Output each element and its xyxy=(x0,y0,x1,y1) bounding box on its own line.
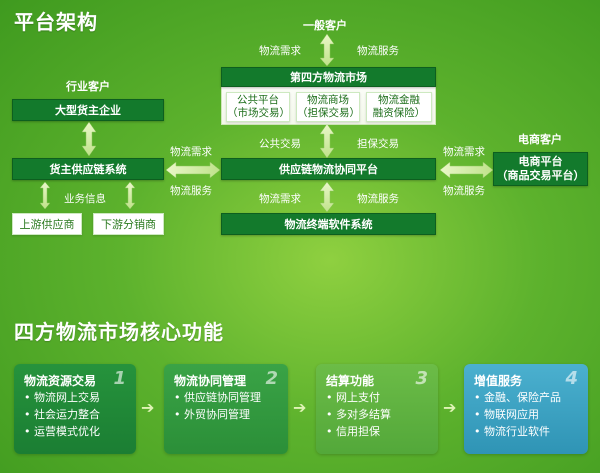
business-info-label: 业务信息 xyxy=(64,193,106,205)
card-number: 4 xyxy=(565,368,578,389)
general-customer-label: 一般客户 xyxy=(303,19,347,32)
consumer-demand-label: 物流需求 xyxy=(259,45,301,57)
card-item: • 网上支付 xyxy=(326,391,380,404)
card-item: • 物流网上交易 xyxy=(24,391,100,404)
right-demand-label: 物流需求 xyxy=(443,146,485,158)
arrow-to-upstream xyxy=(39,181,51,210)
right-arrow-icon: ➔ xyxy=(443,398,457,417)
terminal-software-box: 物流终端软件系统 xyxy=(221,213,436,235)
arrow-layer xyxy=(39,33,494,213)
card-item: • 物联网应用 xyxy=(474,408,539,421)
card-title: 物流协同管理 xyxy=(174,374,247,388)
industry-customer-label: 行业客户 xyxy=(66,80,110,93)
left-demand-label: 物流需求 xyxy=(170,146,212,158)
large-shipper-box: 大型货主企业 xyxy=(12,99,164,121)
card-item: • 信用担保 xyxy=(326,425,380,438)
card-title: 物流资源交易 xyxy=(24,374,97,388)
card-resource-trading: 物流资源交易 1 • 物流网上交易 • 社会运力整合 • 运营模式优化 xyxy=(14,364,136,454)
right-arrow-icon: ➔ xyxy=(293,398,307,417)
card-item: • 多对多结算 xyxy=(326,408,391,421)
core-functions-title: 四方物流市场核心功能 xyxy=(14,320,224,344)
card-item: • 物流行业软件 xyxy=(474,425,550,438)
architecture-title: 平台架构 xyxy=(14,10,98,34)
supply-chain-platform-box: 供应链物流协同平台 xyxy=(221,158,436,180)
ecommerce-customer-label: 电商客户 xyxy=(518,133,562,146)
fourth-party-market-title: 第四方物流市场 xyxy=(221,67,436,87)
public-trade-label: 公共交易 xyxy=(259,138,301,150)
card-item: • 金融、保险产品 xyxy=(474,391,561,404)
arrow-supplychain-platform xyxy=(165,161,221,179)
right-arrow-icon: ➔ xyxy=(141,398,155,417)
arrow-market-platform xyxy=(319,123,335,159)
card-item: • 社会运力整合 xyxy=(24,408,100,421)
guarantee-trade-label: 担保交易 xyxy=(357,138,399,150)
ecommerce-platform-box: 电商平台 （商品交易平台） xyxy=(493,152,588,186)
bottom-demand-label: 物流需求 xyxy=(259,193,301,205)
card-value-added: 增值服务 4 • 金融、保险产品 • 物联网应用 • 物流行业软件 xyxy=(464,364,588,454)
arrow-enterprise-supplychain xyxy=(81,121,97,157)
logistics-mall-box: 物流商场 （担保交易） xyxy=(296,92,360,122)
card-number: 1 xyxy=(113,368,126,389)
downstream-distributor-box: 下游分销商 xyxy=(93,213,164,235)
card-item: • 供应链协同管理 xyxy=(174,391,261,404)
card-title: 结算功能 xyxy=(326,374,375,388)
card-item: • 外贸协同管理 xyxy=(174,408,250,421)
shipper-supply-chain-box: 货主供应链系统 xyxy=(12,158,164,180)
arrow-platform-terminal xyxy=(319,181,335,213)
bottom-service-label: 物流服务 xyxy=(357,193,399,205)
card-item: • 运营模式优化 xyxy=(24,425,100,438)
arrow-platform-ecommerce xyxy=(439,161,494,179)
upstream-supplier-box: 上游供应商 xyxy=(12,213,82,235)
card-collaboration: 物流协同管理 2 • 供应链协同管理 • 外贸协同管理 xyxy=(164,364,288,454)
card-title: 增值服务 xyxy=(474,374,523,388)
public-platform-box: 公共平台 （市场交易） xyxy=(226,92,290,122)
card-settlement: 结算功能 3 • 网上支付 • 多对多结算 • 信用担保 xyxy=(316,364,438,454)
logistics-finance-box: 物流金融 融资保险） xyxy=(366,92,432,122)
card-number: 2 xyxy=(265,368,278,389)
right-service-label: 物流服务 xyxy=(443,185,485,197)
arrow-consumer-market xyxy=(319,33,335,67)
card-number: 3 xyxy=(415,368,428,389)
left-service-label: 物流服务 xyxy=(170,185,212,197)
consumer-service-label: 物流服务 xyxy=(357,45,399,57)
arrow-to-downstream xyxy=(124,181,136,210)
